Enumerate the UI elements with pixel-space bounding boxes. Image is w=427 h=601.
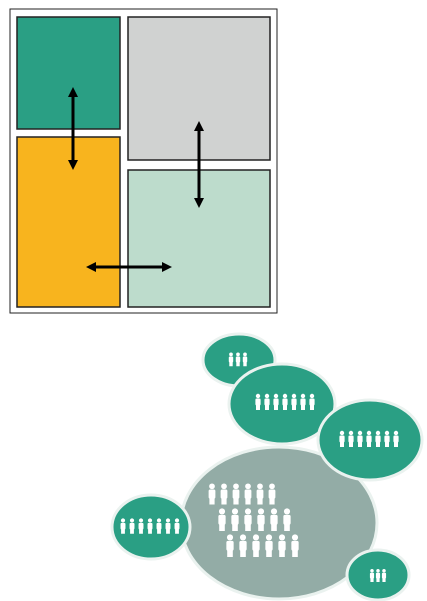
person-icon	[242, 352, 248, 367]
person-icon	[256, 483, 264, 505]
person-icon	[228, 352, 234, 367]
person-icon	[393, 430, 399, 447]
person-icon	[232, 483, 240, 505]
person-icon	[282, 393, 288, 410]
person-icon	[120, 518, 126, 534]
person-icon	[369, 569, 375, 582]
person-icon	[255, 393, 261, 410]
person-icon	[264, 393, 270, 410]
person-icon	[257, 508, 265, 531]
person-icon	[138, 518, 144, 534]
person-icon	[366, 430, 372, 447]
person-icon	[252, 534, 260, 557]
person-icon	[174, 518, 180, 534]
person-icon	[348, 430, 354, 447]
person-icon	[278, 534, 286, 557]
person-icon	[273, 393, 279, 410]
person-icon	[339, 430, 345, 447]
panel-bottom-left	[16, 136, 121, 308]
people-bubble-cluster	[110, 332, 424, 601]
person-icon	[226, 534, 234, 557]
panel-top-left	[16, 16, 121, 130]
panel-diagram	[9, 8, 278, 314]
person-icon	[244, 483, 252, 505]
person-icon	[244, 508, 252, 531]
person-icon	[265, 534, 273, 557]
person-icon	[235, 352, 241, 367]
person-icon	[165, 518, 171, 534]
person-icon	[156, 518, 162, 534]
person-icon	[208, 483, 216, 505]
person-icon	[239, 534, 247, 557]
person-icon	[218, 508, 226, 531]
people-figures	[120, 352, 399, 582]
person-icon	[381, 569, 387, 582]
person-icon	[220, 483, 228, 505]
person-icon	[270, 508, 278, 531]
person-icon	[147, 518, 153, 534]
person-icon	[300, 393, 306, 410]
person-icon	[309, 393, 315, 410]
bubble-medium-center	[227, 362, 337, 446]
person-icon	[291, 534, 299, 557]
person-icon	[291, 393, 297, 410]
person-icon	[283, 508, 291, 531]
person-icon	[384, 430, 390, 447]
person-icon	[268, 483, 276, 505]
person-icon	[375, 430, 381, 447]
person-icon	[129, 518, 135, 534]
person-icon	[231, 508, 239, 531]
person-icon	[357, 430, 363, 447]
person-icon	[375, 569, 381, 582]
